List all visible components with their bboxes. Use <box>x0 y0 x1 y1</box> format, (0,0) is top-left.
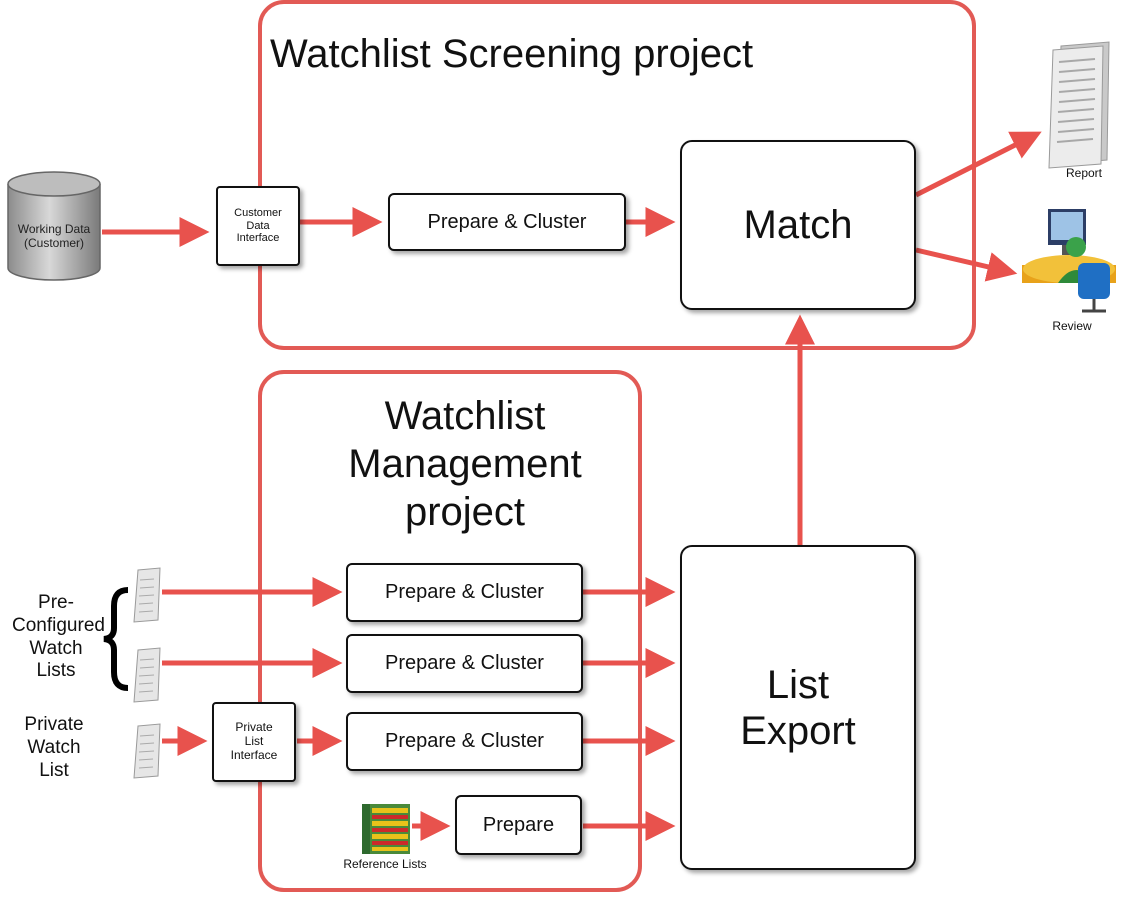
preconfigured-watch-lists-label: Pre- Configured Watch Lists <box>12 592 105 682</box>
reference-lists-label: Reference Lists <box>343 857 427 871</box>
document-icon <box>132 566 162 624</box>
prepare-cluster-box-3: Prepare & Cluster <box>346 712 583 771</box>
customer-data-interface-label: Customer Data Interface <box>234 207 282 245</box>
prepare-cluster-top-label: Prepare & Cluster <box>427 210 587 233</box>
match-label: Match <box>743 203 853 247</box>
prepare-cluster-label-3: Prepare & Cluster <box>385 730 544 752</box>
arrow-match-to-report <box>914 131 1042 198</box>
private-watch-list-label: Private Watch List <box>24 714 84 781</box>
list-export-box: List Export <box>680 545 916 870</box>
prepare-cluster-label-1: Prepare & Cluster <box>385 581 544 603</box>
working-data-cylinder: Working Data (Customer) <box>6 170 102 282</box>
watchlist-screening-project-group <box>258 0 976 350</box>
match-box: Match <box>680 140 916 310</box>
database-icon <box>7 171 101 281</box>
review-icon <box>1018 203 1120 315</box>
prepare-cluster-box-1: Prepare & Cluster <box>346 563 583 622</box>
watchlist-management-project-group <box>258 370 642 892</box>
brace-icon <box>102 586 134 692</box>
prepare-label: Prepare <box>482 813 555 836</box>
reference-lists-icon <box>362 804 410 854</box>
report-icon <box>1043 40 1113 170</box>
prepare-box: Prepare <box>455 795 582 855</box>
document-icon <box>132 646 162 704</box>
private-list-interface-label: Private List Interface <box>230 720 278 762</box>
watchlist-screening-project-title: Watchlist Screening project <box>270 32 754 76</box>
review-label: Review <box>1052 319 1092 333</box>
working-data-label: Working Data (Customer) <box>17 222 91 251</box>
customer-data-interface-box: Customer Data Interface <box>216 186 300 266</box>
report-label: Report <box>1065 166 1103 180</box>
watchlist-management-project-title: Watchlist Management project <box>348 394 582 534</box>
arrow-match-to-review <box>915 247 1018 282</box>
prepare-cluster-top-box: Prepare & Cluster <box>388 193 626 251</box>
list-export-label: List Export <box>740 662 856 753</box>
document-icon <box>132 722 162 780</box>
prepare-cluster-box-2: Prepare & Cluster <box>346 634 583 693</box>
prepare-cluster-label-2: Prepare & Cluster <box>385 652 544 674</box>
private-list-interface-box: Private List Interface <box>212 702 296 782</box>
